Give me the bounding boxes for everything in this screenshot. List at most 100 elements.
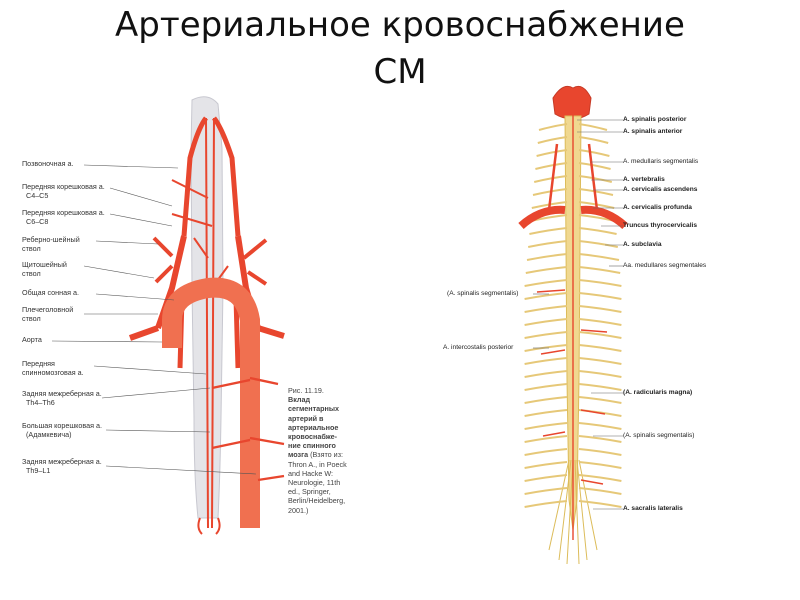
nerve-root-right xyxy=(578,253,620,261)
nerve-root-right xyxy=(578,448,622,456)
nerve-root-right xyxy=(578,357,622,365)
label-level-c4-c5: С4–С5 xyxy=(26,191,49,200)
nerve-root-right xyxy=(578,344,622,352)
nerve-root-left xyxy=(524,461,568,469)
nerve-root-left xyxy=(524,435,568,443)
slide-title: Артериальное кровоснабжение xyxy=(115,5,685,45)
nerve-root-left xyxy=(524,500,568,508)
nerve-root-left xyxy=(537,136,568,144)
caption-title-line: ние спинного xyxy=(288,441,336,451)
nerve-root-right xyxy=(578,487,622,495)
label-a-spinalis-segmentalis-upper: (A. spinalis segmentalis) xyxy=(447,290,519,297)
label-level-th4-th6: Th4–Th6 xyxy=(26,398,55,407)
slide-title-continuation: СМ xyxy=(373,52,427,92)
nerve-root-left xyxy=(524,292,568,300)
nerve-root-left xyxy=(524,331,568,339)
nerve-root-left xyxy=(527,240,568,248)
label-a-vertebralis: A. vertebralis xyxy=(623,176,665,183)
caption-title-line: сегментарных xyxy=(288,404,340,414)
spinal-arteries-illustration-right: A. spinalis posterior A. spinalis anteri… xyxy=(437,80,729,576)
spinal-cord-nerve-diagram xyxy=(518,85,628,565)
nerve-root-left xyxy=(529,227,568,235)
label-a-spinalis-segmentalis-lower: (A. spinalis segmentalis) xyxy=(623,432,695,439)
nerve-root-left xyxy=(524,474,568,482)
caption-source-line: Neurologie, 11th xyxy=(288,478,341,488)
label-posterior-intercostal-artery-th4-th6: Задняя межреберная а. xyxy=(22,389,102,398)
label-anterior-radicular-artery: Передняя корешковая а. xyxy=(22,208,105,217)
label-anterior-spinal-artery: Передняя xyxy=(22,359,55,368)
nerve-root-left xyxy=(524,396,568,404)
label-great-radicular-artery: Большая корешковая а. xyxy=(22,421,102,430)
label-anterior-radicular-artery: Передняя корешковая а. xyxy=(22,182,105,191)
aortic-arch-diagram xyxy=(51,96,285,535)
nerve-root-right xyxy=(578,266,621,274)
nerve-root-right xyxy=(578,305,622,313)
nerve-root-left xyxy=(524,305,568,313)
nerve-root-right xyxy=(578,175,613,183)
label-a-cervicalis-profunda: A. cervicalis profunda xyxy=(623,204,692,211)
caption-title-line: кровоснабже- xyxy=(288,432,338,442)
nerve-root-left xyxy=(524,318,568,326)
label-anterior-spinal-artery-2: спинномозговая а. xyxy=(22,368,84,377)
nerve-root-left xyxy=(524,422,568,430)
nerve-root-right xyxy=(578,422,622,430)
nerve-root-left xyxy=(526,253,568,261)
caption-source-line: (Взято из: xyxy=(310,450,343,460)
nerve-root-left xyxy=(524,448,568,456)
label-adamkiewicz: (Адамкевича) xyxy=(26,430,72,439)
nerve-root-left xyxy=(538,123,568,131)
caption-source-line: Berlin/Heidelberg, xyxy=(288,496,346,506)
nerve-root-left xyxy=(524,279,568,287)
caption-title-line: Вклад xyxy=(288,395,311,405)
nerve-root-right xyxy=(578,240,619,248)
label-aorta: Аорта xyxy=(22,335,42,344)
label-a-spinalis-posterior: A. spinalis posterior xyxy=(623,116,687,123)
nerve-root-left xyxy=(535,162,568,170)
caption-source-line: and Hacke W: xyxy=(288,468,334,478)
caption-title-line: артериальное xyxy=(288,422,339,432)
label-common-carotid-artery: Общая сонная а. xyxy=(22,288,79,297)
caption-figure-number: Рис. 11.19. xyxy=(288,386,324,395)
label-a-spinalis-anterior: A. spinalis anterior xyxy=(623,128,683,135)
nerve-root-right xyxy=(578,279,622,287)
nerve-root-right xyxy=(578,162,611,170)
label-truncus-thyrocervicalis: Truncus thyrocervicalis xyxy=(623,222,698,229)
nerve-root-right xyxy=(578,292,622,300)
spinal-arteries-illustration-left: Позвоночная а. Передняя корешковая а. С4… xyxy=(22,88,374,540)
nerve-root-left xyxy=(536,149,568,157)
label-a-subclavia: A. subclavia xyxy=(623,241,662,248)
caption-source-line: 2001.) xyxy=(288,505,309,515)
nerve-root-right xyxy=(578,383,622,391)
nerve-root-right xyxy=(578,136,609,144)
nerve-root-right xyxy=(578,331,622,339)
nerve-root-left xyxy=(524,370,568,378)
label-a-sacralis-lateralis: A. sacralis lateralis xyxy=(623,505,683,512)
caption-title-line: мозга xyxy=(288,450,309,460)
label-costocervical-trunk-2: ствол xyxy=(22,244,41,253)
nerve-root-right xyxy=(578,227,617,235)
nerve-root-right xyxy=(578,318,622,326)
nerve-root-left xyxy=(524,383,568,391)
label-brachiocephalic-trunk: Плечеголовной xyxy=(22,305,74,314)
nerve-root-right xyxy=(578,474,622,482)
nerve-root-right xyxy=(578,461,622,469)
nerve-root-left xyxy=(524,487,568,495)
nerve-root-right xyxy=(578,435,622,443)
caption-source-line: Thron A., in Poeck xyxy=(288,459,347,469)
figure-caption: Рис. 11.19. Вклад сегментарных артерий в… xyxy=(288,386,372,515)
nerve-root-left xyxy=(524,344,568,352)
nerve-root-left xyxy=(533,175,568,183)
label-thyrocervical-trunk-2: ствол xyxy=(22,269,41,278)
spinal-nerve-roots xyxy=(524,123,622,508)
caption-title-line: артерий в xyxy=(288,413,324,423)
nerve-root-right xyxy=(578,500,622,508)
label-posterior-intercostal-artery-th9-l1: Задняя межреберная а. xyxy=(22,457,102,466)
label-a-medullaris-segmentalis: A. medullaris segmentalis xyxy=(623,158,699,165)
label-a-intercostalis-posterior: A. intercostalis posterior xyxy=(443,344,514,351)
nerve-root-right xyxy=(578,396,622,404)
label-aa-medullares-segmentales: Aa. medullares segmentales xyxy=(623,262,707,269)
label-a-cervicalis-ascendens: A. cervicalis ascendens xyxy=(623,186,698,193)
nerve-root-right xyxy=(578,123,608,131)
nerve-root-right xyxy=(578,149,610,157)
caption-source-line: ed., Springer, xyxy=(288,487,331,497)
